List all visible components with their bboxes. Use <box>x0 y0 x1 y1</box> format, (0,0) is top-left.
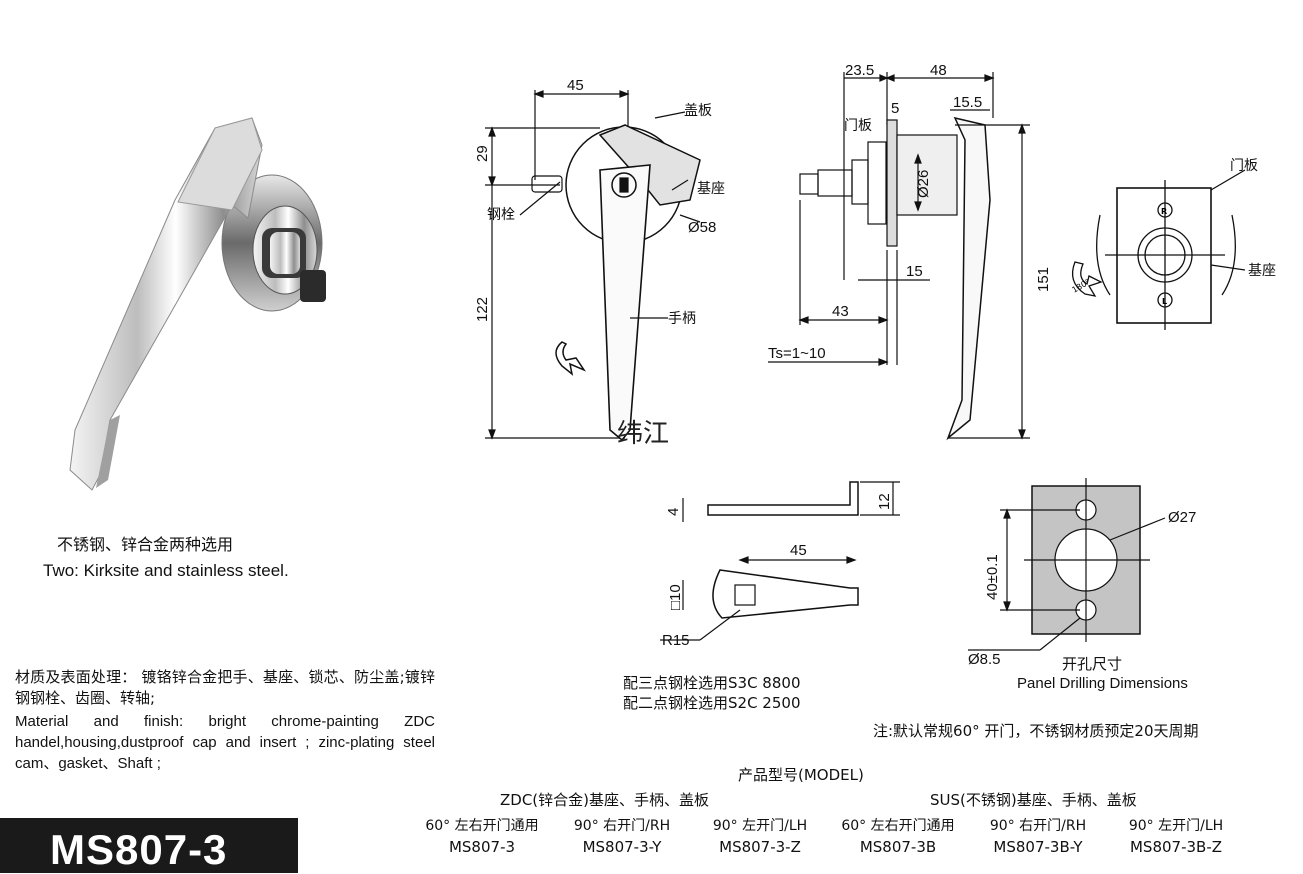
front-view-drawing <box>485 90 701 442</box>
side-dim-5: 5 <box>891 100 899 117</box>
rear-view-drawing <box>1071 169 1246 330</box>
panel-title-en: Panel Drilling Dimensions <box>1017 675 1188 692</box>
label-cam: 钢栓 <box>487 207 515 223</box>
model-header-row: 60° 左右开门通用 90° 右开门/RH 90° 左开门/LH 60° 左右开… <box>412 815 1244 835</box>
model-code-row: MS807-3 MS807-3-Y MS807-3-Z MS807-3B MS8… <box>412 838 1244 856</box>
model-header-cell: 60° 左右开门通用 <box>841 818 955 834</box>
cam-dim-4: 4 <box>665 508 682 516</box>
panel-drilling-drawing <box>968 478 1166 651</box>
rear-label-base: 基座 <box>1248 262 1276 279</box>
lead-note: 注:默认常规60° 开门，不锈钢材质预定20天周期 <box>873 722 1199 740</box>
front-dim-height: 122 <box>474 297 491 322</box>
model-code-cell: MS807-3B-Z <box>1129 838 1223 856</box>
model-badge-text: MS807-3 <box>50 826 228 873</box>
side-dim-43: 43 <box>832 303 849 320</box>
material-en: Material and finish: bright chrome-paint… <box>15 713 435 772</box>
front-dim-width: 45 <box>567 77 584 94</box>
panel-dim-27: Ø27 <box>1168 509 1196 526</box>
side-dim-48: 48 <box>930 62 947 79</box>
model-group-zdc: ZDC(锌合金)基座、手柄、盖板 <box>500 791 710 809</box>
cam-dim-12: 12 <box>876 493 893 510</box>
model-code-cell: MS807-3B <box>859 838 937 856</box>
side-dim-ts: Ts=1~10 <box>768 345 826 362</box>
cam-option-2pt: 配二点钢栓选用S2C 2500 <box>623 694 801 712</box>
model-header-cell: 60° 左右开门通用 <box>425 818 539 834</box>
label-cover: 盖板 <box>684 103 712 119</box>
model-header-cell: 90° 左开门/LH <box>1128 818 1224 834</box>
model-header-cell: 90° 左开门/LH <box>712 818 808 834</box>
model-badge: MS807-3 <box>0 818 298 873</box>
side-dim-15: 15 <box>906 263 923 280</box>
product-photo <box>69 117 326 491</box>
front-dim-top: 29 <box>474 145 491 162</box>
options-en: Two: Kirksite and stainless steel. <box>43 561 289 580</box>
model-code-cell: MS807-3 <box>448 838 516 856</box>
panel-title-cn: 开孔尺寸 <box>1062 655 1123 673</box>
model-header-cell: 90° 右开门/RH <box>989 818 1087 834</box>
rear-mark-l: L <box>1162 297 1167 306</box>
options-cn: 不锈钢、锌合金两种选用 <box>57 535 234 554</box>
model-table-title: 产品型号(MODEL) <box>738 766 864 784</box>
side-dim-26: Ø26 <box>915 170 932 198</box>
side-dim-23-5: 23.5 <box>845 62 874 79</box>
rear-label-door: 门板 <box>1230 158 1258 174</box>
label-base: 基座 <box>697 180 725 197</box>
side-label-door: 门板 <box>844 118 872 134</box>
cam-dim-45: 45 <box>790 542 807 559</box>
material-cn: 材质及表面处理： 镀铬锌合金把手、基座、锁芯、防尘盖;镀锌钢钢栓、齿圈、转轴; <box>15 668 435 707</box>
panel-dim-40: 40±0.1 <box>984 554 1001 600</box>
model-code-cell: MS807-3-Y <box>582 838 662 856</box>
model-code-cell: MS807-3B-Y <box>993 838 1083 856</box>
rear-mark-r: R <box>1161 207 1167 216</box>
side-dim-151: 151 <box>1035 267 1052 292</box>
model-group-sus: SUS(不锈钢)基座、手柄、盖板 <box>930 791 1137 809</box>
cam-dim-r15: R15 <box>662 632 690 649</box>
watermark: 纬江 <box>617 419 669 449</box>
cam-detail-drawing <box>660 481 900 641</box>
panel-dim-8-5: Ø8.5 <box>968 651 1001 668</box>
model-header-cell: 90° 右开门/RH <box>573 818 671 834</box>
side-dim-15-5: 15.5 <box>953 94 982 111</box>
front-dim-diameter: Ø58 <box>688 219 716 236</box>
cam-dim-10: □10 <box>667 584 684 610</box>
model-code-cell: MS807-3-Z <box>719 838 801 856</box>
side-view-drawing <box>768 72 1030 441</box>
label-handle: 手柄 <box>668 311 696 327</box>
cam-option-3pt: 配三点钢栓选用S3C 8800 <box>623 674 801 692</box>
